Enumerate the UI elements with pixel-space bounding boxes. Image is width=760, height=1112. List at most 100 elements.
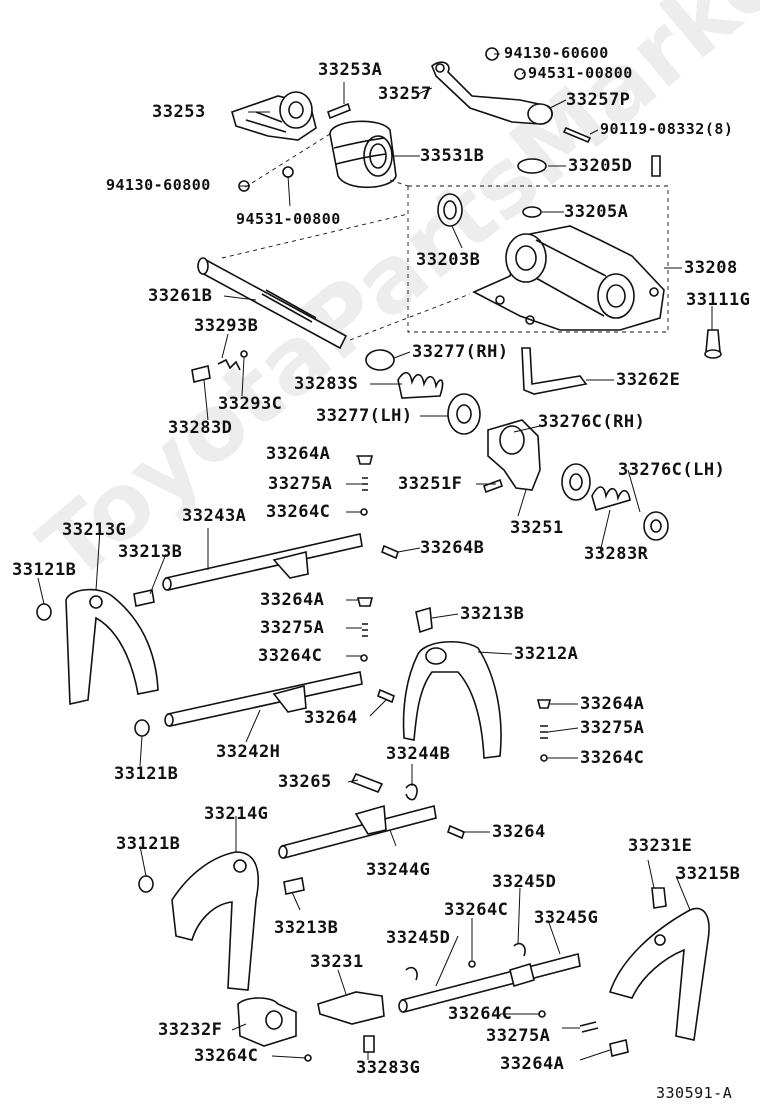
pin-33264-1 (377, 688, 395, 704)
seal-33205D (517, 158, 547, 174)
label-33275A-4: 33275A (486, 1026, 551, 1046)
label-33276C-RH: 33276C(RH) (538, 412, 646, 432)
shaft-33244G (278, 804, 437, 859)
label-33231E: 33231E (628, 836, 693, 856)
figure-code: 330591-A (656, 1084, 733, 1102)
bush-33203B (437, 193, 463, 227)
label-33205A: 33205A (564, 202, 629, 222)
label-33264A-4: 33264A (500, 1054, 565, 1074)
label-33531B: 33531B (420, 146, 485, 166)
label-33277RH: 33277(RH) (412, 342, 509, 362)
label-33283G: 33283G (356, 1058, 421, 1078)
switch-33111G (705, 329, 721, 353)
label-33277LH: 33277(LH) (316, 406, 413, 426)
label-33283D: 33283D (168, 418, 233, 438)
ball-33264C-4 (468, 960, 476, 968)
pin-33264-2 (447, 824, 465, 840)
bolt-33213B-2 (415, 606, 433, 634)
label-33251: 33251 (510, 518, 564, 538)
label-94531-00800-a: 94531-00800 (528, 64, 633, 82)
shaft-33243A (162, 533, 363, 591)
housing-frame (407, 185, 669, 333)
lever-33251 (482, 419, 541, 494)
label-33275A-2: 33275A (260, 618, 325, 638)
label-33111G: 33111G (686, 290, 751, 310)
label-33257P: 33257P (566, 90, 631, 110)
label-33245G: 33245G (534, 908, 599, 928)
bracket-33253 (231, 91, 317, 141)
fork-33215B (608, 907, 710, 1041)
label-33213B-1: 33213B (118, 542, 183, 562)
label-33257: 33257 (378, 84, 432, 104)
label-33253A: 33253A (318, 60, 383, 80)
spring-33293B (217, 358, 241, 371)
label-33243A: 33243A (182, 506, 247, 526)
label-33212A: 33212A (514, 644, 579, 664)
shaft-33242H (164, 671, 363, 727)
fork-33212A (402, 640, 502, 759)
label-94130-60800: 94130-60800 (106, 176, 211, 194)
label-33213G: 33213G (62, 520, 127, 540)
pin-33265 (350, 772, 384, 794)
clip-33245D-2 (405, 966, 418, 981)
label-33214G: 33214G (204, 804, 269, 824)
seat-33277RH (365, 349, 395, 371)
seal-33205A (522, 206, 542, 218)
label-33293C: 33293C (218, 394, 283, 414)
boot-33531B (329, 120, 397, 188)
plug-33264A-1 (356, 455, 374, 465)
label-33264-2: 33264 (492, 822, 546, 842)
plug-33264A-2 (356, 597, 374, 607)
ball-33264C-2 (360, 654, 368, 662)
label-33264B-1: 33264B (420, 538, 485, 558)
label-33276C-LH: 33276C(LH) (618, 460, 726, 480)
label-33213B-2: 33213B (460, 604, 525, 624)
ball-33293C (240, 350, 248, 358)
label-33213B-3: 33213B (274, 918, 339, 938)
label-33264C-5: 33264C (448, 1004, 513, 1024)
washer-33121B-1 (36, 603, 52, 621)
plug-33205D (651, 155, 661, 177)
label-33208: 33208 (684, 258, 738, 278)
label-33264A-2: 33264A (260, 590, 325, 610)
label-33264A-3: 33264A (580, 694, 645, 714)
bolt-33231E (651, 887, 667, 909)
washer-33121B-3 (138, 875, 154, 893)
label-33262E: 33262E (616, 370, 681, 390)
label-33245D-2: 33245D (386, 928, 451, 948)
label-33215B: 33215B (676, 864, 741, 884)
bolt-33213B-3 (283, 877, 305, 895)
spring-33275A-4 (579, 1021, 599, 1033)
shaft-33245G (398, 953, 581, 1013)
head-33231 (317, 991, 385, 1025)
label-33264C-2: 33264C (258, 646, 323, 666)
label-33261B: 33261B (148, 286, 213, 306)
leader-lines (37, 53, 713, 1061)
label-33251F: 33251F (398, 474, 463, 494)
label-33253: 33253 (152, 102, 206, 122)
label-33121B-2: 33121B (114, 764, 179, 784)
label-33275A-1: 33275A (268, 474, 333, 494)
plug-33264A-4 (609, 1039, 629, 1057)
label-33264C-6: 33264C (194, 1046, 259, 1066)
label-33245D-1: 33245D (492, 872, 557, 892)
clip-33244B (405, 783, 418, 801)
spring-33283R (591, 486, 631, 511)
spring-33275A-2 (362, 623, 368, 637)
clip-33245D-1 (513, 942, 526, 957)
bolt-33213B-1 (133, 589, 155, 607)
label-90119-08332: 90119-08332(8) (600, 120, 734, 138)
ball-33264C-3 (540, 754, 548, 762)
label-33283S: 33283S (294, 374, 359, 394)
plug-33283D (191, 365, 211, 383)
lever-33257 (431, 61, 553, 125)
seat-33277LH (447, 393, 481, 435)
label-33275A-3: 33275A (580, 718, 645, 738)
label-33231: 33231 (310, 952, 364, 972)
label-33121B-1: 33121B (12, 560, 77, 580)
label-94130-60600: 94130-60600 (504, 44, 609, 62)
label-33232F: 33232F (158, 1020, 223, 1040)
label-33242H: 33242H (216, 742, 281, 762)
